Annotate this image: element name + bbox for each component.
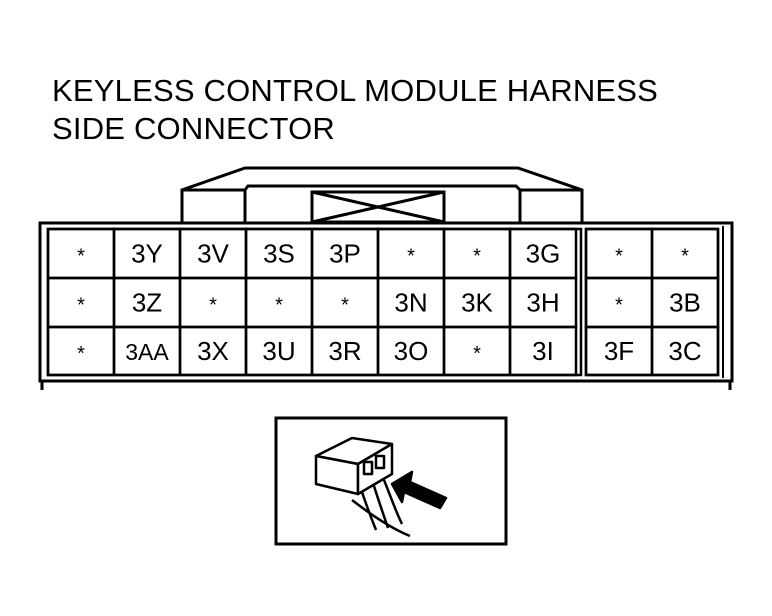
pin-label: 3K xyxy=(461,288,493,318)
pin-label: 3Y xyxy=(131,239,163,269)
pin-label: 3G xyxy=(526,239,561,269)
title-line-1: KEYLESS CONTROL MODULE HARNESS xyxy=(52,73,659,108)
diagram-title: KEYLESS CONTROL MODULE HARNESS SIDE CONN… xyxy=(52,72,658,148)
pin-label: 3F xyxy=(604,336,634,366)
pin-unused-marker: * xyxy=(77,343,85,365)
pin-label: 3AA xyxy=(125,339,169,365)
pin-unused-marker: * xyxy=(473,343,481,365)
inset-illustration xyxy=(274,416,508,546)
pin-label: 3R xyxy=(328,336,361,366)
pin-unused-marker: * xyxy=(615,295,623,317)
pin-unused-marker: * xyxy=(77,246,85,268)
pin-cell xyxy=(650,325,720,377)
pin-label: 3C xyxy=(668,336,701,366)
pin-label: 3X xyxy=(197,336,229,366)
connector-probe-icon xyxy=(314,436,448,538)
pin-unused-marker: * xyxy=(77,295,85,317)
pin-label: 3H xyxy=(526,288,559,318)
pin-label: 3S xyxy=(263,239,295,269)
pin-unused-marker: * xyxy=(407,246,415,268)
pin-unused-marker: * xyxy=(615,246,623,268)
pin-unused-marker: * xyxy=(473,246,481,268)
pin-label: 3O xyxy=(394,336,429,366)
pin-cell xyxy=(508,325,578,377)
pin-label: 3I xyxy=(532,336,554,366)
pin-label: 3N xyxy=(394,288,427,318)
pin-unused-marker: * xyxy=(681,246,689,268)
pin-unused-marker: * xyxy=(209,295,217,317)
title-line-2: SIDE CONNECTOR xyxy=(52,111,335,146)
pin-label: 3P xyxy=(329,239,361,269)
pin-label: 3V xyxy=(197,239,229,269)
pin-unused-marker: * xyxy=(341,295,349,317)
connector-hood xyxy=(180,166,584,224)
pin-label: 3B xyxy=(669,288,701,318)
pin-unused-marker: * xyxy=(275,295,283,317)
pin-label: 3U xyxy=(262,336,295,366)
pin-grid: * 3Y 3V 3S 3P * * 3G * * * 3Z * * * 3N 3K 3H * 3B * 3AA 3X 3U 3R… xyxy=(46,227,720,377)
pin-label: 3Z xyxy=(132,288,162,318)
